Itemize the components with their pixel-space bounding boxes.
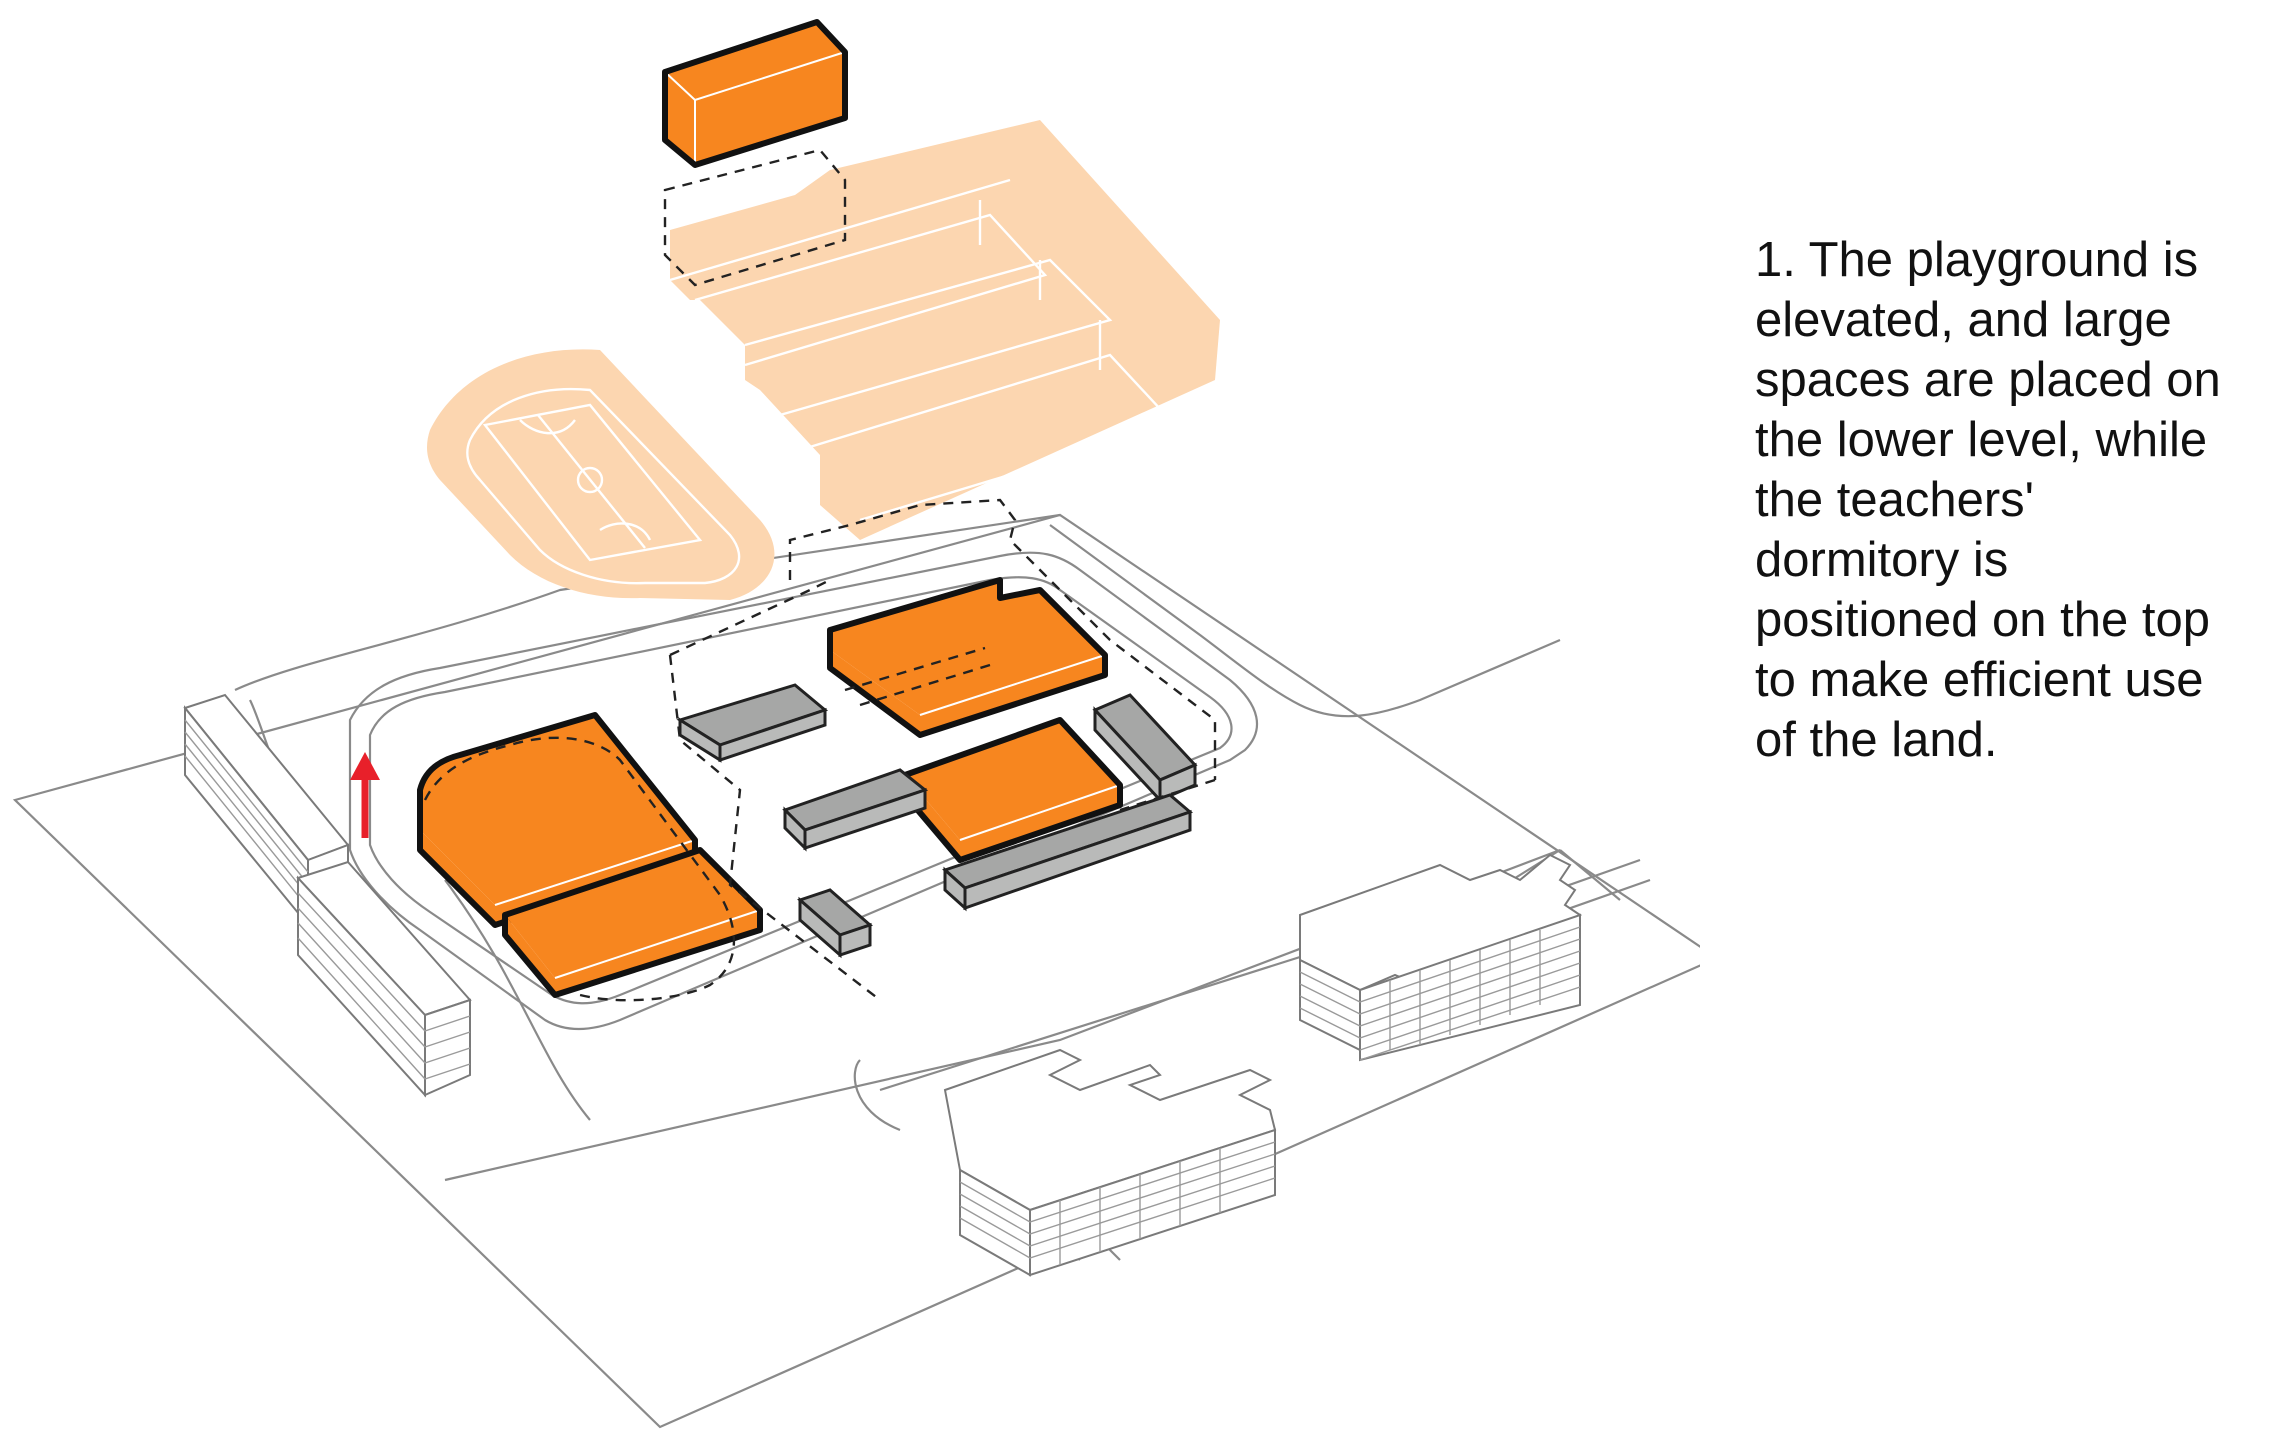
caption-line: 1. The playground is xyxy=(1755,233,2199,287)
service-block-2 xyxy=(782,768,929,852)
service-block-1 xyxy=(676,683,829,763)
large-hall-left-front xyxy=(502,847,763,998)
caption-text: 1. The playground is elevated, and large… xyxy=(1755,230,2275,770)
left-hall-dashed-outline xyxy=(423,736,736,1002)
service-block-4 xyxy=(942,793,1193,912)
residential-building-left-lower xyxy=(296,860,472,1098)
school-plot xyxy=(348,524,1561,1030)
caption-line: of the land. xyxy=(1755,713,1998,767)
caption-line: the lower level, while xyxy=(1755,413,2208,467)
hall-upper-right xyxy=(827,577,1108,738)
caption-line: the teachers' xyxy=(1755,473,2035,527)
caption-line: spaces are placed on xyxy=(1755,353,2221,407)
caption-line: elevated, and large xyxy=(1755,293,2172,347)
teachers-dormitory-block xyxy=(662,19,848,168)
caption-line: positioned on the top xyxy=(1755,593,2210,647)
residential-building-bottom-right xyxy=(1299,853,1583,1062)
service-block-5 xyxy=(797,888,873,959)
site-axonometric-diagram: .ctx{fill:none;stroke:#8a8a8a;stroke-wid… xyxy=(12,19,1700,1429)
elevated-layer-dashed-outline xyxy=(668,498,1217,1001)
residential-building-bottom-middle xyxy=(943,1048,1277,1277)
caption-line: dormitory is xyxy=(1755,533,2009,587)
elevated-teaching-wings xyxy=(669,120,1220,540)
caption-line: to make efficient use xyxy=(1755,653,2204,707)
dormitory-dashed-footprint xyxy=(663,148,847,287)
elevated-playground-track xyxy=(427,349,775,600)
elevation-arrow xyxy=(350,752,380,838)
